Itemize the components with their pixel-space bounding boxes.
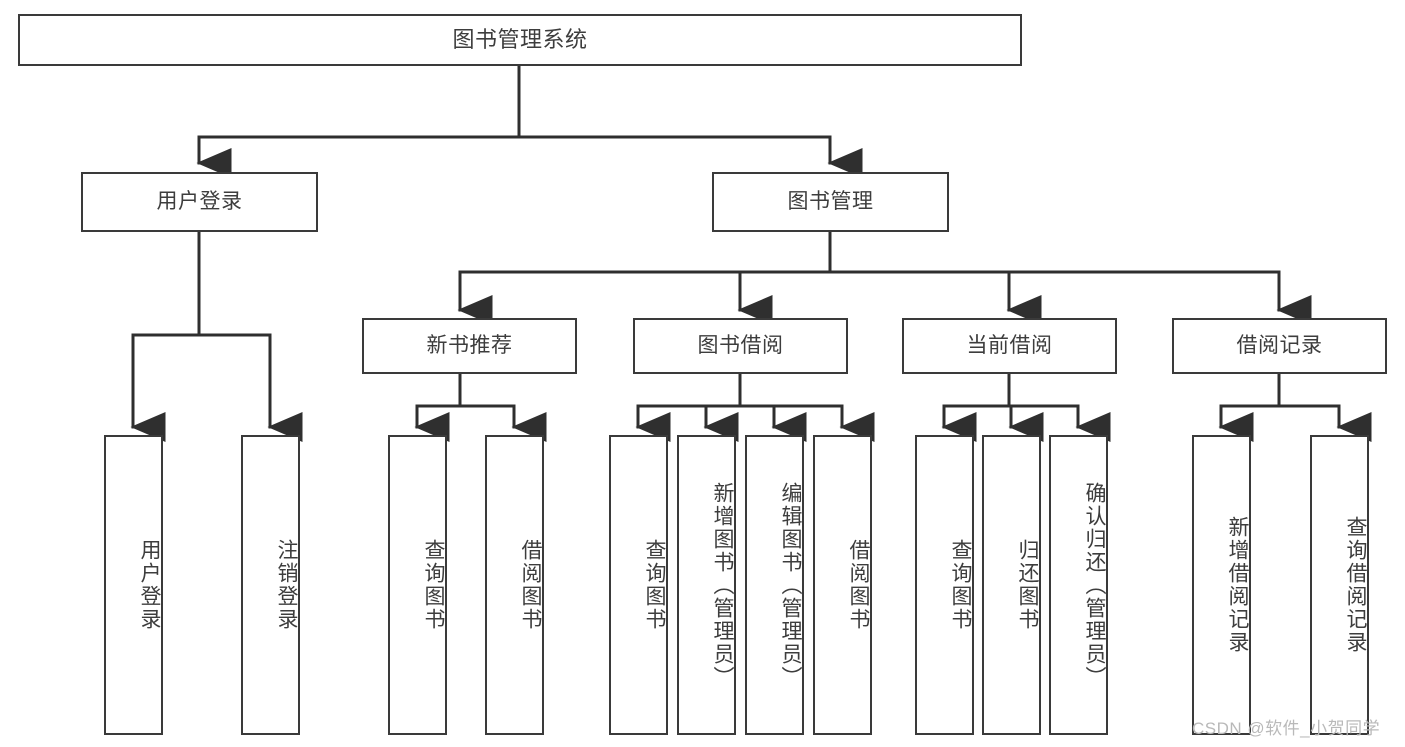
leaf-borrow-query-book[interactable]: 查询图书: [609, 435, 668, 735]
node-new-book-recommend-label: 新书推荐: [426, 333, 513, 357]
node-book-management[interactable]: 图书管理: [712, 172, 949, 232]
leaf-record-add-record[interactable]: 新增借阅记录: [1192, 435, 1251, 735]
leaf-label: 查询图书: [643, 539, 666, 631]
leaf-new-book-query[interactable]: 查询图书: [388, 435, 447, 735]
node-book-borrow[interactable]: 图书借阅: [633, 318, 848, 374]
leaf-label: 新增图书（管理员）: [711, 481, 734, 689]
node-book-borrow-label: 图书借阅: [697, 333, 784, 357]
leaf-user-login-signin[interactable]: 用户登录: [104, 435, 163, 735]
node-new-book-recommend[interactable]: 新书推荐: [362, 318, 577, 374]
leaf-current-return-book[interactable]: 归还图书: [982, 435, 1041, 735]
leaf-borrow-add-book-admin[interactable]: 新增图书（管理员）: [677, 435, 736, 735]
leaf-label: 用户登录: [138, 539, 161, 631]
node-borrow-record-label: 借阅记录: [1236, 333, 1323, 357]
node-root[interactable]: 图书管理系统: [18, 14, 1022, 66]
leaf-new-book-borrow[interactable]: 借阅图书: [485, 435, 544, 735]
csdn-watermark: CSDN @软件_小贺同学: [1192, 719, 1381, 738]
leaf-label: 确认归还（管理员）: [1083, 481, 1106, 689]
leaf-label: 查询借阅记录: [1344, 516, 1367, 654]
leaf-current-confirm-return-admin[interactable]: 确认归还（管理员）: [1049, 435, 1108, 735]
leaf-label: 借阅图书: [847, 539, 870, 631]
leaf-borrow-edit-book-admin[interactable]: 编辑图书（管理员）: [745, 435, 804, 735]
node-user-login-label: 用户登录: [156, 189, 243, 213]
leaf-record-query-record[interactable]: 查询借阅记录: [1310, 435, 1369, 735]
node-root-label: 图书管理系统: [452, 27, 588, 53]
leaf-label: 归还图书: [1016, 539, 1039, 631]
leaf-label: 注销登录: [275, 539, 298, 631]
leaf-label: 借阅图书: [519, 539, 542, 631]
leaf-label: 新增借阅记录: [1226, 516, 1249, 654]
leaf-label: 编辑图书（管理员）: [779, 481, 802, 689]
leaf-borrow-borrow-book[interactable]: 借阅图书: [813, 435, 872, 735]
node-book-management-label: 图书管理: [787, 189, 874, 213]
node-borrow-record[interactable]: 借阅记录: [1172, 318, 1387, 374]
leaf-label: 查询图书: [949, 539, 972, 631]
node-user-login[interactable]: 用户登录: [81, 172, 318, 232]
leaf-user-login-signout[interactable]: 注销登录: [241, 435, 300, 735]
node-current-borrow[interactable]: 当前借阅: [902, 318, 1117, 374]
leaf-label: 查询图书: [422, 539, 445, 631]
node-current-borrow-label: 当前借阅: [966, 333, 1053, 357]
leaf-current-query-book[interactable]: 查询图书: [915, 435, 974, 735]
